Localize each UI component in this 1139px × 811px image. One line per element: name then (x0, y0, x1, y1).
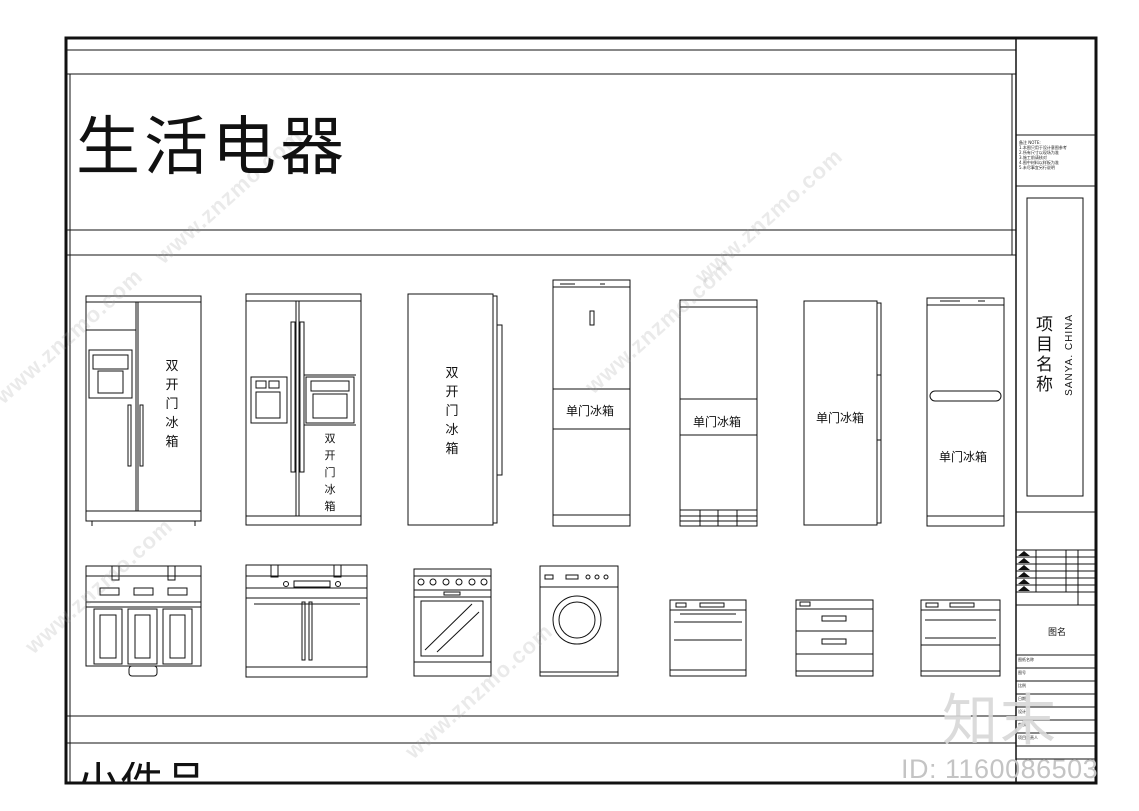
fridge-single-door-3-drawing (803, 300, 882, 526)
fridge-single-door-1-drawing (552, 279, 631, 527)
note-line: 备注 NOTE: (1019, 140, 1041, 145)
section-title: 生活电器 (76, 111, 348, 185)
title-row: 项目负责人 (1018, 735, 1038, 740)
steam-oven-drawing (920, 599, 1001, 677)
note-line: 2.所有尺寸以现场为准 (1019, 150, 1059, 155)
title-row: 审核 (1018, 722, 1026, 727)
fridge-single-door-2-drawing (679, 299, 758, 527)
title-block (1016, 134, 1096, 760)
fridge-double-door-1-drawing (85, 295, 202, 526)
fridge-label: 单门冰箱 (693, 415, 742, 429)
sheet-border (64, 36, 1098, 785)
next-section-title: 小件品 (76, 762, 208, 784)
project-location: SANYA. CHINA (1064, 314, 1075, 396)
built-in-oven-drawing (669, 599, 747, 677)
title-row: 日期 (1018, 696, 1026, 701)
note-line: 5.未尽事宜另行说明 (1019, 165, 1055, 170)
warming-drawer-drawing (795, 599, 874, 677)
title-row: 图纸名称 (1018, 657, 1034, 662)
note-line: 3.施工前请核对 (1019, 155, 1047, 160)
fridge-label: 单门冰箱 (939, 450, 988, 464)
washing-machine-drawing (539, 565, 619, 677)
drawing-name-label: 图名 (1048, 628, 1067, 638)
fridge-label: 单门冰箱 (816, 411, 865, 425)
fridge-double-door-3-drawing (407, 293, 503, 526)
title-row: 比例 (1018, 683, 1026, 688)
fridge-double-door-2-drawing (245, 293, 362, 526)
title-row: 图号 (1018, 670, 1026, 675)
fridge-label: 单门冰箱 (566, 404, 615, 418)
project-name: 项目名称 (1036, 315, 1053, 395)
fridge-label: 双开门冰箱 (324, 432, 336, 513)
fridge-label: 双开门冰箱 (165, 359, 179, 450)
fridge-single-door-4-drawing (926, 297, 1005, 527)
note-line: 1.本图只用于设计意图参考 (1019, 145, 1067, 150)
title-row: 设计 (1018, 709, 1026, 714)
fridge-label: 双开门冰箱 (445, 366, 459, 457)
range-hood-cabinet-drawing (85, 565, 202, 677)
oven-cabinet-drawing (245, 564, 368, 678)
brand-logo: 知末 (942, 689, 1058, 754)
notes-block: 备注 NOTE: 1.本图只用于设计意图参考 2.所有尺寸以现场为准 3.施工前… (1019, 140, 1095, 170)
gas-range-oven-drawing (413, 568, 492, 677)
image-id: ID: 1160086503 (901, 754, 1099, 784)
note-line: 4.图中材料以样板为准 (1019, 160, 1059, 165)
